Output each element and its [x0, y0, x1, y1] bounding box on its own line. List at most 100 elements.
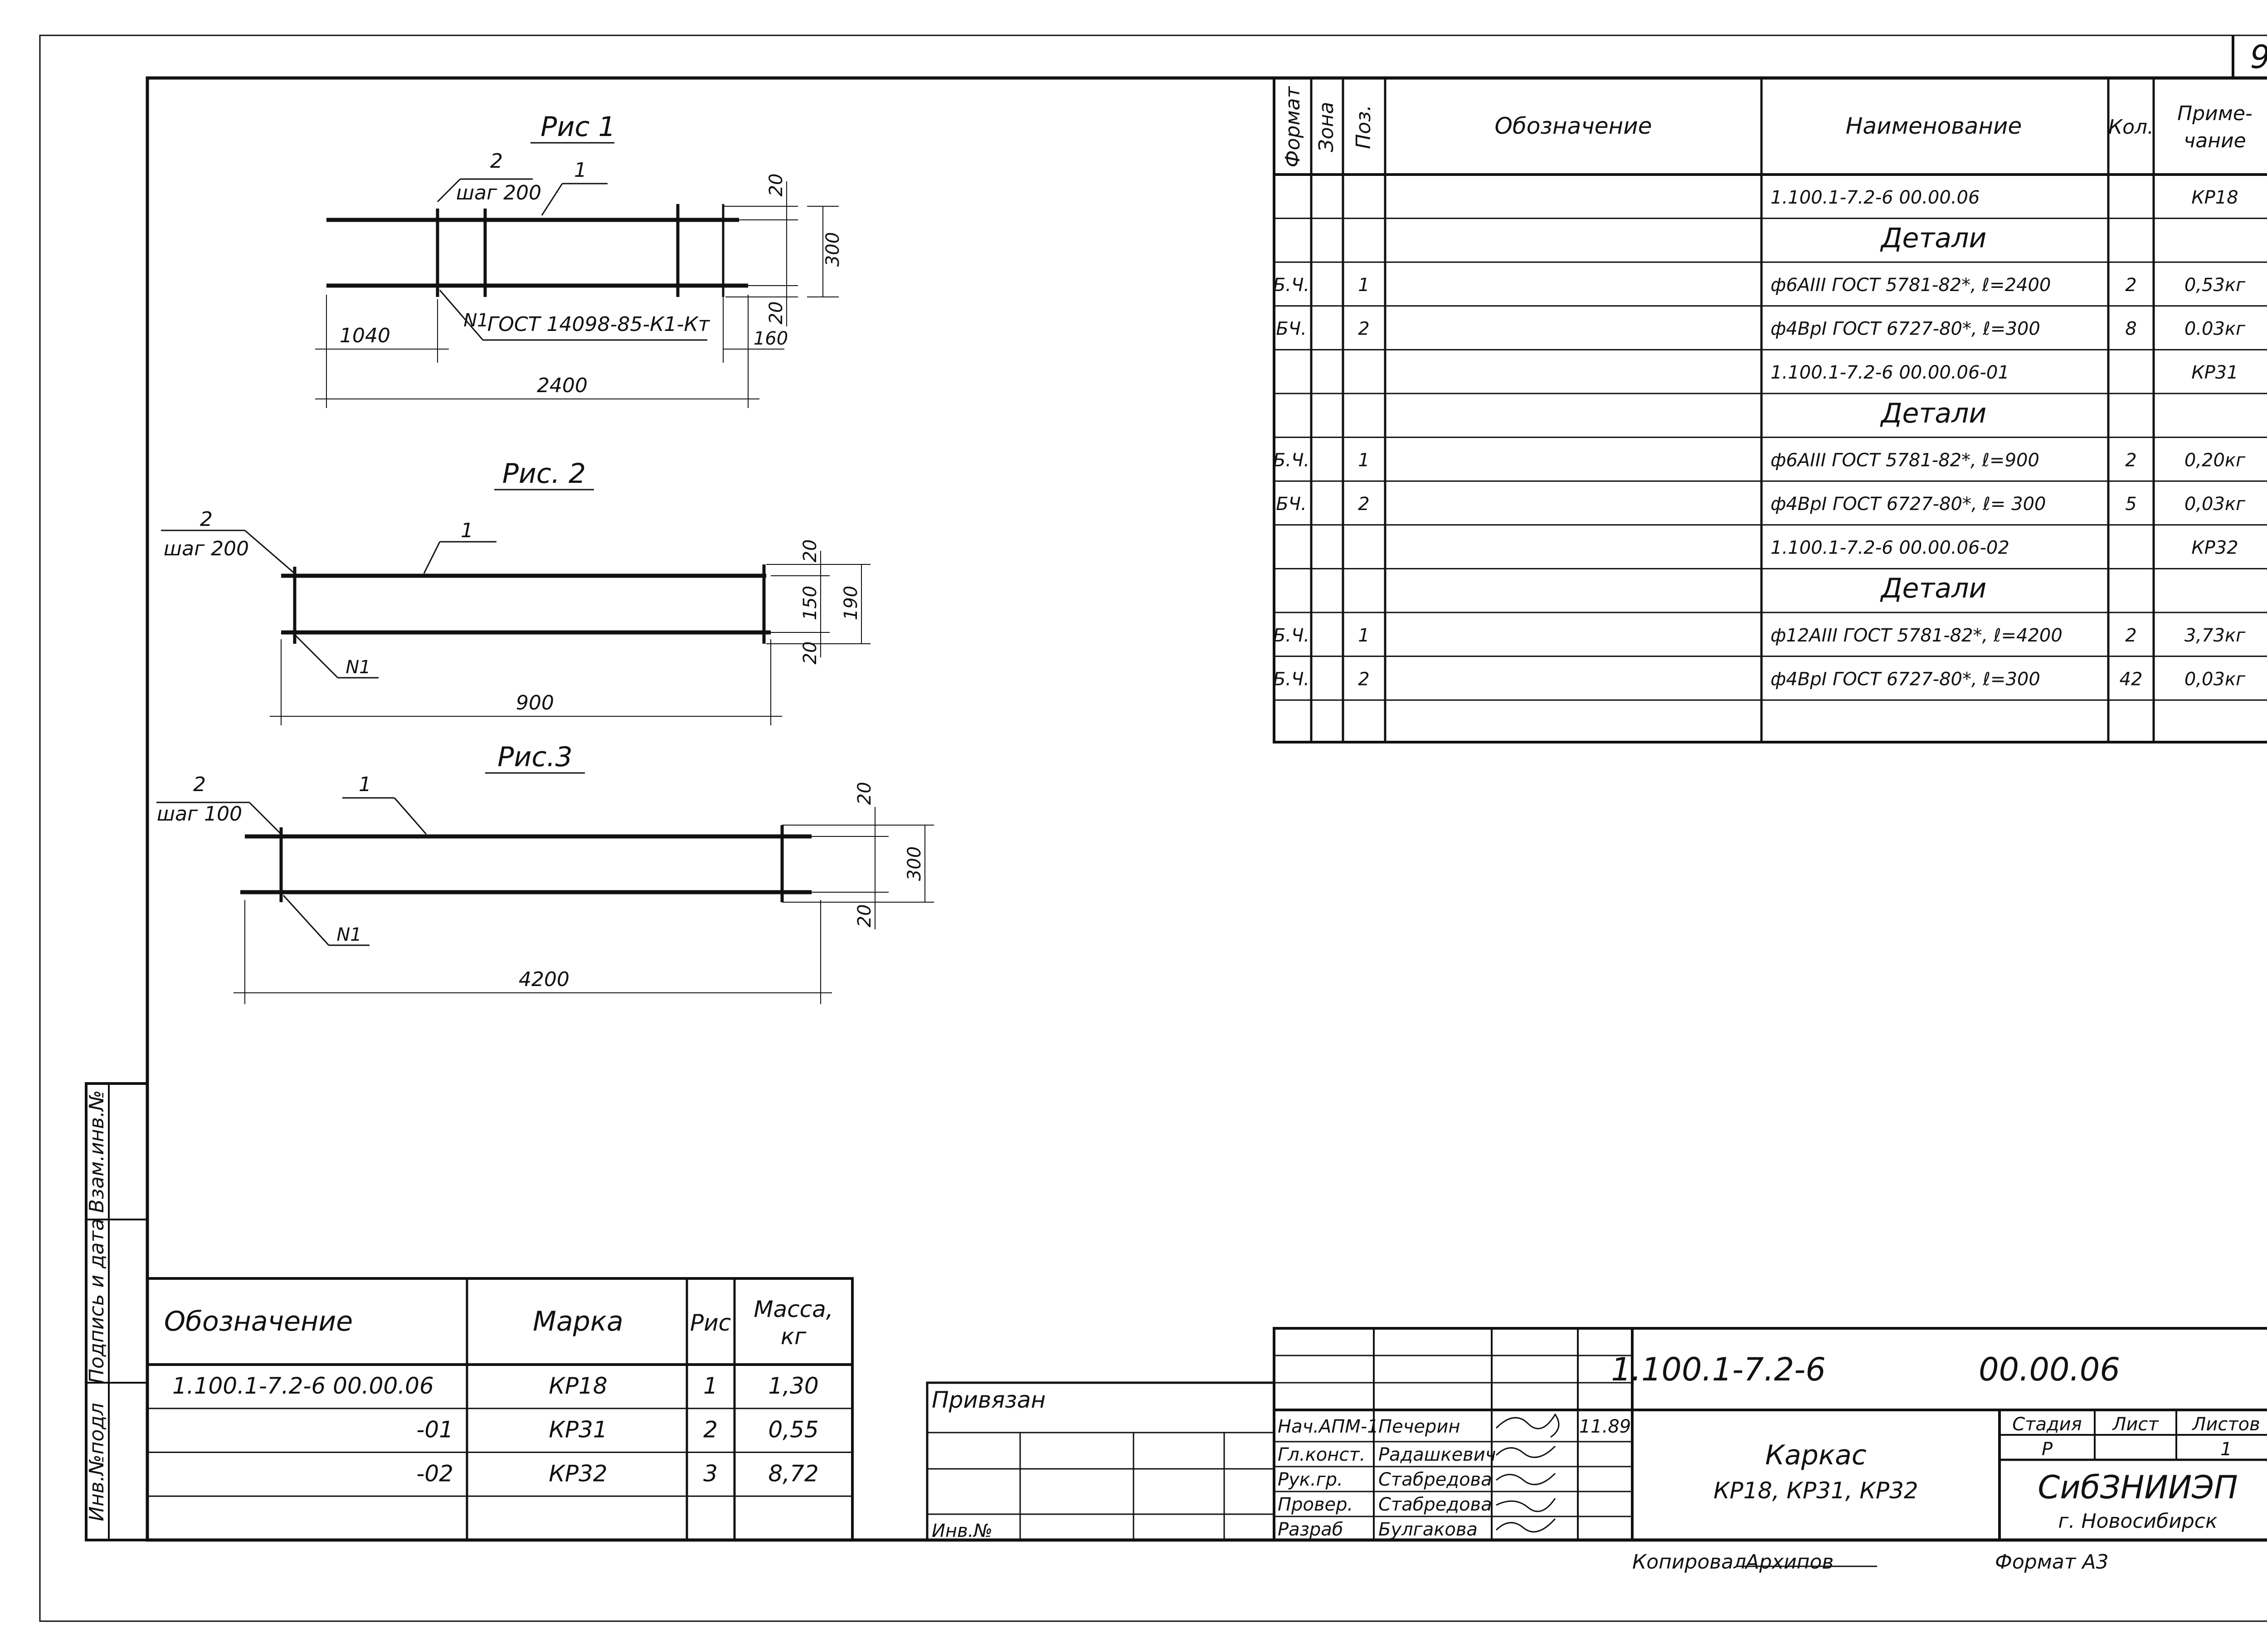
- spec-header-format: Формат: [1281, 86, 1304, 167]
- title-sheets: 1: [2220, 1439, 2232, 1460]
- spec-cell-note: 0,53кг: [2184, 275, 2246, 296]
- spec-cell-note: КР31: [2191, 362, 2238, 383]
- spec-cell-name: 1.100.1-7.2-6 00.00.06-01: [1771, 362, 2009, 383]
- figure-2-dim-height: 190: [841, 586, 861, 620]
- mass-header-mark: Марка: [533, 1306, 623, 1337]
- side-stamp-inventory: Инв.№подл: [85, 1403, 108, 1521]
- figure-1-title: Рис 1: [540, 111, 615, 143]
- figure-1-label-n1: N1: [463, 310, 488, 331]
- mass-cell-mass: 1,30: [768, 1373, 818, 1399]
- spec-header-note-1: Приме-: [2177, 102, 2252, 125]
- spec-cell-format: Б.Ч.: [1273, 625, 1309, 646]
- figure-3-dim-bottom: 20: [854, 904, 875, 928]
- spec-cell-name: Детали: [1880, 222, 1987, 254]
- figure-3-label-step: шаг 100: [157, 802, 242, 826]
- title-person-role: Гл.конст.: [1278, 1444, 1365, 1465]
- mass-header-mass: Масса,: [754, 1296, 833, 1322]
- spec-cell-name: ф6АIII ГОСТ 5781-82*, ℓ=900: [1771, 450, 2039, 471]
- spec-table: Формат Зона Поз. Обозначение Наименовани…: [1273, 77, 2267, 743]
- spec-header-zone: Зона: [1315, 102, 1338, 152]
- spec-cell-note: 0,20кг: [2184, 450, 2246, 471]
- figure-1-dim-end: 160: [754, 328, 788, 349]
- title-person-role: Нач.АПМ-1: [1278, 1416, 1379, 1437]
- title-doc-suffix: 00.00.06: [1979, 1351, 2120, 1388]
- mass-cell-mass: 8,72: [768, 1460, 818, 1487]
- mass-cell-designation: -01: [416, 1417, 453, 1443]
- title-person-name: Стабредова: [1378, 1494, 1492, 1515]
- mass-cell-designation: -02: [416, 1460, 453, 1487]
- mass-header-designation: Обозначение: [164, 1306, 353, 1337]
- figure-3-dim-height: 300: [904, 846, 925, 881]
- figure-3-label-pos1: 1: [359, 773, 371, 796]
- signature-mark: [1495, 1445, 1556, 1458]
- title-stage: Р: [2042, 1439, 2053, 1460]
- sheet-number: 9: [2250, 39, 2267, 76]
- figure-3-label-n1: N1: [336, 924, 361, 945]
- figure-3-label-pos2: 2: [193, 773, 206, 796]
- mass-cell-fig: 3: [703, 1460, 718, 1487]
- spec-header-qty: Кол.: [2108, 116, 2154, 139]
- spec-cell-format: Б.Ч.: [1273, 275, 1309, 296]
- mass-header-mass-unit: кг: [781, 1323, 807, 1350]
- spec-cell-qty: 5: [2125, 494, 2136, 515]
- title-stage-label: Стадия: [2012, 1414, 2082, 1435]
- figure-1-label-pos1: 1: [574, 159, 587, 182]
- figure-1-dim-top: 20: [766, 174, 787, 197]
- figure-3: Рис.3 2 шаг 100 1 N1 20 300 20 4200: [156, 741, 934, 1004]
- figure-1-dim-bottom: 20: [766, 301, 787, 325]
- title-sheet-label: Лист: [2111, 1414, 2159, 1435]
- spec-cell-qty: 2: [2125, 625, 2136, 646]
- figure-2-label-step: шаг 200: [164, 537, 249, 560]
- figure-2-dim-top: 20: [800, 539, 821, 563]
- spec-cell-name: ф12АIII ГОСТ 5781-82*, ℓ=4200: [1771, 625, 2063, 646]
- spec-cell-format: БЧ.: [1276, 494, 1307, 515]
- outer-border: [39, 34, 2267, 1622]
- signature-mark: [1496, 1498, 1556, 1512]
- spec-cell-qty: 8: [2125, 319, 2136, 340]
- figure-2-label-pos2: 2: [200, 508, 213, 531]
- mass-table: Обозначение Марка Рис Масса, кг 1.100.1-…: [146, 1277, 854, 1541]
- spec-cell-pos: 1: [1358, 450, 1369, 471]
- copied-label: Копировал: [1632, 1550, 1746, 1574]
- spec-header-name: Наименование: [1846, 113, 2022, 139]
- mass-cell-designation: 1.100.1-7.2-6 00.00.06: [172, 1373, 434, 1399]
- title-person-name: Радашкевич: [1378, 1444, 1496, 1465]
- signature-mark: [1496, 1472, 1556, 1486]
- mass-cell-fig: 2: [703, 1417, 718, 1443]
- mass-cell-mass: 0,55: [768, 1417, 818, 1443]
- title-sheets-label: Листов: [2191, 1414, 2260, 1435]
- figure-2-label-pos1: 1: [461, 519, 473, 542]
- mass-cell-fig: 1: [703, 1373, 718, 1399]
- title-person-name: Стабредова: [1378, 1469, 1492, 1490]
- copied-signature: Архипов: [1744, 1550, 1834, 1574]
- title-person-role: Рук.гр.: [1278, 1469, 1343, 1490]
- title-person-role: Провер.: [1278, 1494, 1353, 1515]
- spec-cell-pos: 2: [1358, 319, 1369, 340]
- title-line-1: Каркас: [1765, 1439, 1866, 1471]
- mass-cell-mark: КР18: [549, 1373, 607, 1399]
- figure-3-dim-length: 4200: [519, 968, 569, 991]
- figure-3-dim-top: 20: [854, 782, 875, 805]
- spec-cell-pos: 2: [1358, 494, 1369, 515]
- spec-cell-format: БЧ.: [1276, 319, 1307, 340]
- figure-2-label-n1: N1: [345, 657, 370, 678]
- mass-header-fig: Рис: [690, 1310, 731, 1336]
- figure-1: Рис 1 2 шаг 200 1 N1 ГОСТ 14098-85-К1-Кт…: [315, 111, 843, 408]
- side-stamp: Взам.инв.№ Подпись и дата Инв.№подл: [85, 1082, 149, 1541]
- spec-cell-name: 1.100.1-7.2-6 00.00.06: [1771, 187, 1980, 208]
- title-line-2: КР18, КР31, КР32: [1713, 1477, 1918, 1504]
- spec-cell-format: Б.Ч.: [1273, 450, 1309, 471]
- figure-2-dim-bottom: 20: [800, 641, 821, 665]
- figure-2-title: Рис. 2: [502, 458, 586, 490]
- figure-1-dim-height: 300: [822, 232, 843, 267]
- side-stamp-replaced: Взам.инв.№: [85, 1090, 108, 1213]
- mass-cell-mark: КР32: [549, 1460, 607, 1487]
- spec-header-pos: Поз.: [1352, 105, 1375, 149]
- privyazan-block: Привязан Инв.№: [926, 1381, 1275, 1541]
- figure-3-title: Рис.3: [497, 741, 572, 773]
- privyazan-label: Привязан: [932, 1387, 1046, 1413]
- figure-2-dim-inner: 150: [800, 586, 821, 620]
- drawing-frame: [146, 76, 2267, 1542]
